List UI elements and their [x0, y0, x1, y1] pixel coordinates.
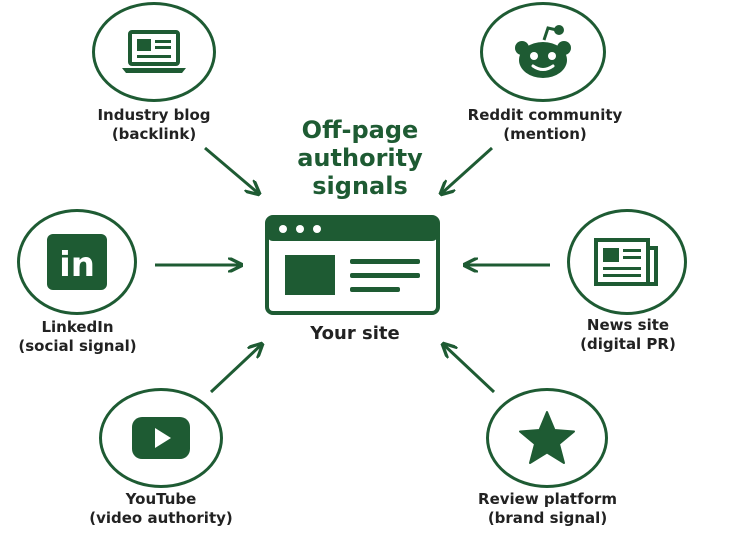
star-icon	[519, 411, 575, 464]
diagram-title: Off-page authority signals	[260, 116, 460, 200]
newspaper-icon	[594, 238, 658, 286]
blog-caption: Industry blog (backlink)	[97, 106, 211, 143]
linkedin-icon: in	[47, 234, 107, 290]
title-line-2: authority	[297, 144, 423, 172]
youtube-caption: YouTube (video authority)	[89, 490, 233, 527]
youtube-icon	[132, 417, 190, 459]
news-caption: News site (digital PR)	[580, 316, 676, 353]
reddit-caption: Reddit community (mention)	[467, 106, 623, 143]
laptop-icon	[122, 30, 186, 73]
arrow-review	[444, 345, 496, 394]
arrow-youtube	[209, 345, 261, 394]
title-line-3: signals	[312, 172, 408, 200]
blog-circle	[92, 2, 216, 102]
linkedin-caption: LinkedIn (social signal)	[18, 318, 137, 355]
review-circle	[486, 388, 608, 488]
arrow-reddit	[442, 146, 494, 193]
title-line-1: Off-page	[301, 116, 419, 144]
news-circle	[567, 209, 687, 315]
linkedin-circle: in	[17, 209, 137, 315]
svg-text:in: in	[59, 245, 95, 285]
reddit-circle	[480, 2, 606, 102]
youtube-circle	[99, 388, 223, 488]
review-caption: Review platform (brand signal)	[478, 490, 617, 527]
arrow-blog	[204, 146, 258, 193]
center-label: Your site	[310, 323, 400, 344]
reddit-icon	[515, 25, 571, 78]
browser-window-icon	[265, 215, 440, 315]
